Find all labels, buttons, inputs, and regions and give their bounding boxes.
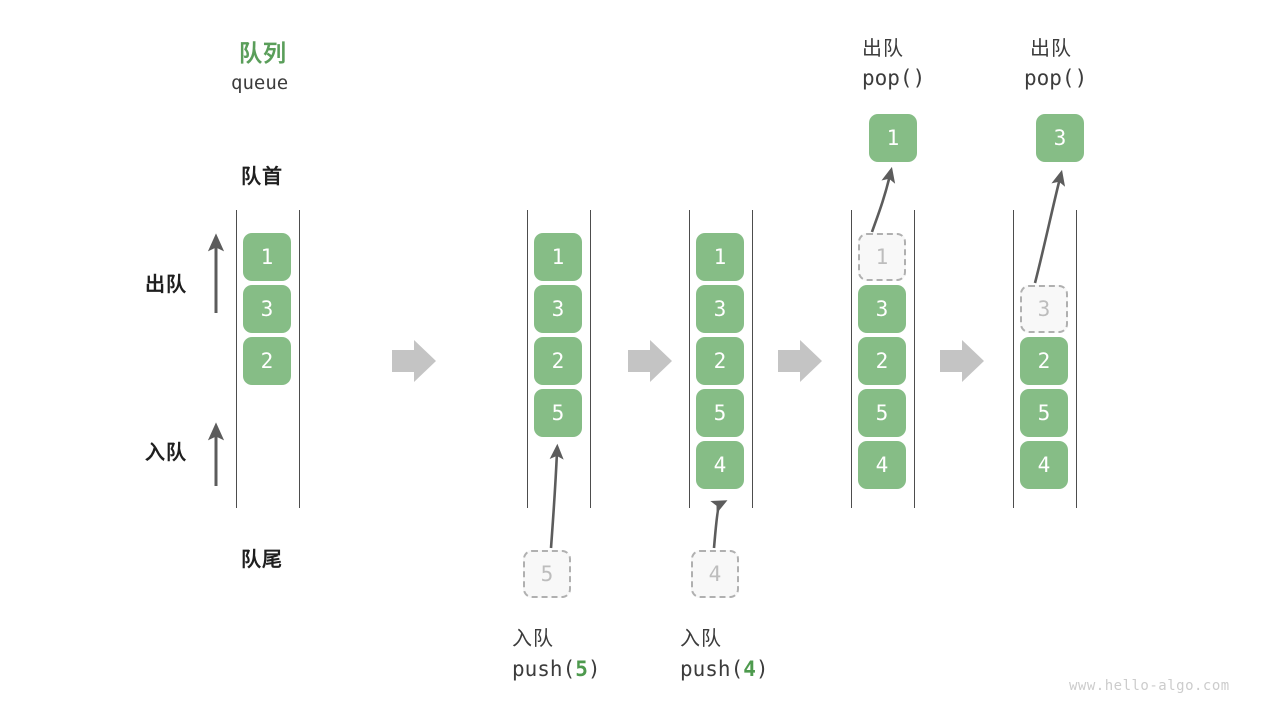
caption-push4-code-suffix: )	[755, 657, 769, 681]
cell-push4-0: 1	[696, 233, 744, 281]
popped-cell-pop1: 1	[869, 114, 917, 162]
caption-push4-code-arg: 4	[743, 657, 756, 681]
caption-pop1-cn: 出队	[862, 38, 904, 60]
separator-3	[778, 340, 822, 382]
cell-push5-0: 1	[534, 233, 582, 281]
stage-pop1-rail-right	[914, 210, 915, 508]
stage-pop3-rail-left	[1013, 210, 1014, 508]
pop3-outgoing-arrow	[1033, 169, 1066, 284]
stage-push5-rail-right	[590, 210, 591, 508]
cell-pop1-4: 4	[858, 441, 906, 489]
separator-1	[392, 340, 436, 382]
queue-title-en: queue	[231, 72, 289, 94]
rear-label: 队尾	[241, 549, 283, 571]
caption-push5-code-arg: 5	[575, 657, 588, 681]
cell-pop3-4: 4	[1020, 441, 1068, 489]
caption-pop1-code-suffix: )	[912, 66, 926, 90]
cell-pop3-2: 2	[1020, 337, 1068, 385]
incoming-cell-push4: 4	[691, 550, 739, 598]
front-label: 队首	[241, 166, 283, 188]
stage-pop3-rail-right	[1076, 210, 1077, 508]
incoming-cell-push5: 5	[523, 550, 571, 598]
cell-initial-1: 3	[243, 285, 291, 333]
caption-push4-cn: 入队	[680, 628, 722, 650]
caption-pop3-code-suffix: )	[1074, 66, 1088, 90]
push4-incoming-arrow	[710, 500, 728, 549]
cell-initial-2: 2	[243, 337, 291, 385]
push5-incoming-arrow	[549, 443, 564, 549]
dequeue-side-label: 出队	[145, 274, 187, 296]
cell-pop1-3: 5	[858, 389, 906, 437]
stage-initial-rail-left	[236, 210, 237, 508]
stage-pop1-rail-left	[851, 210, 852, 508]
cell-pop1-2: 2	[858, 337, 906, 385]
cell-pop3-1-ghost: 3	[1020, 285, 1068, 333]
caption-pop1-code-prefix: pop(	[862, 66, 913, 90]
cell-push4-2: 2	[696, 337, 744, 385]
caption-push5-cn: 入队	[512, 628, 554, 650]
cell-push5-3: 5	[534, 389, 582, 437]
caption-pop3-cn: 出队	[1030, 38, 1072, 60]
caption-push5-code-prefix: push(	[512, 657, 576, 681]
enqueue-side-label: 入队	[145, 442, 187, 464]
separator-2	[628, 340, 672, 382]
cell-pop3-3: 5	[1020, 389, 1068, 437]
caption-pop3-code: pop()	[1024, 66, 1087, 90]
cell-push5-2: 2	[534, 337, 582, 385]
caption-pop1-code: pop()	[862, 66, 925, 90]
cell-initial-0: 1	[243, 233, 291, 281]
pop1-outgoing-arrow	[870, 166, 896, 233]
watermark: www.hello-algo.com	[1069, 678, 1230, 694]
cell-push4-1: 3	[696, 285, 744, 333]
stage-push4-rail-right	[752, 210, 753, 508]
caption-push5-code: push(5)	[512, 657, 601, 681]
stage-initial-rail-right	[299, 210, 300, 508]
caption-pop3-code-prefix: pop(	[1024, 66, 1075, 90]
cell-push4-4: 4	[696, 441, 744, 489]
cell-push5-1: 3	[534, 285, 582, 333]
queue-title-cn: 队列	[239, 40, 287, 66]
cell-pop1-1: 3	[858, 285, 906, 333]
popped-cell-pop3: 3	[1036, 114, 1084, 162]
separator-4	[940, 340, 984, 382]
caption-push4-code-prefix: push(	[680, 657, 744, 681]
caption-push4-code: push(4)	[680, 657, 769, 681]
cell-push4-3: 5	[696, 389, 744, 437]
cell-pop1-0-ghost: 1	[858, 233, 906, 281]
caption-push5-code-suffix: )	[587, 657, 601, 681]
stage-push5-rail-left	[527, 210, 528, 508]
stage-push4-rail-left	[689, 210, 690, 508]
